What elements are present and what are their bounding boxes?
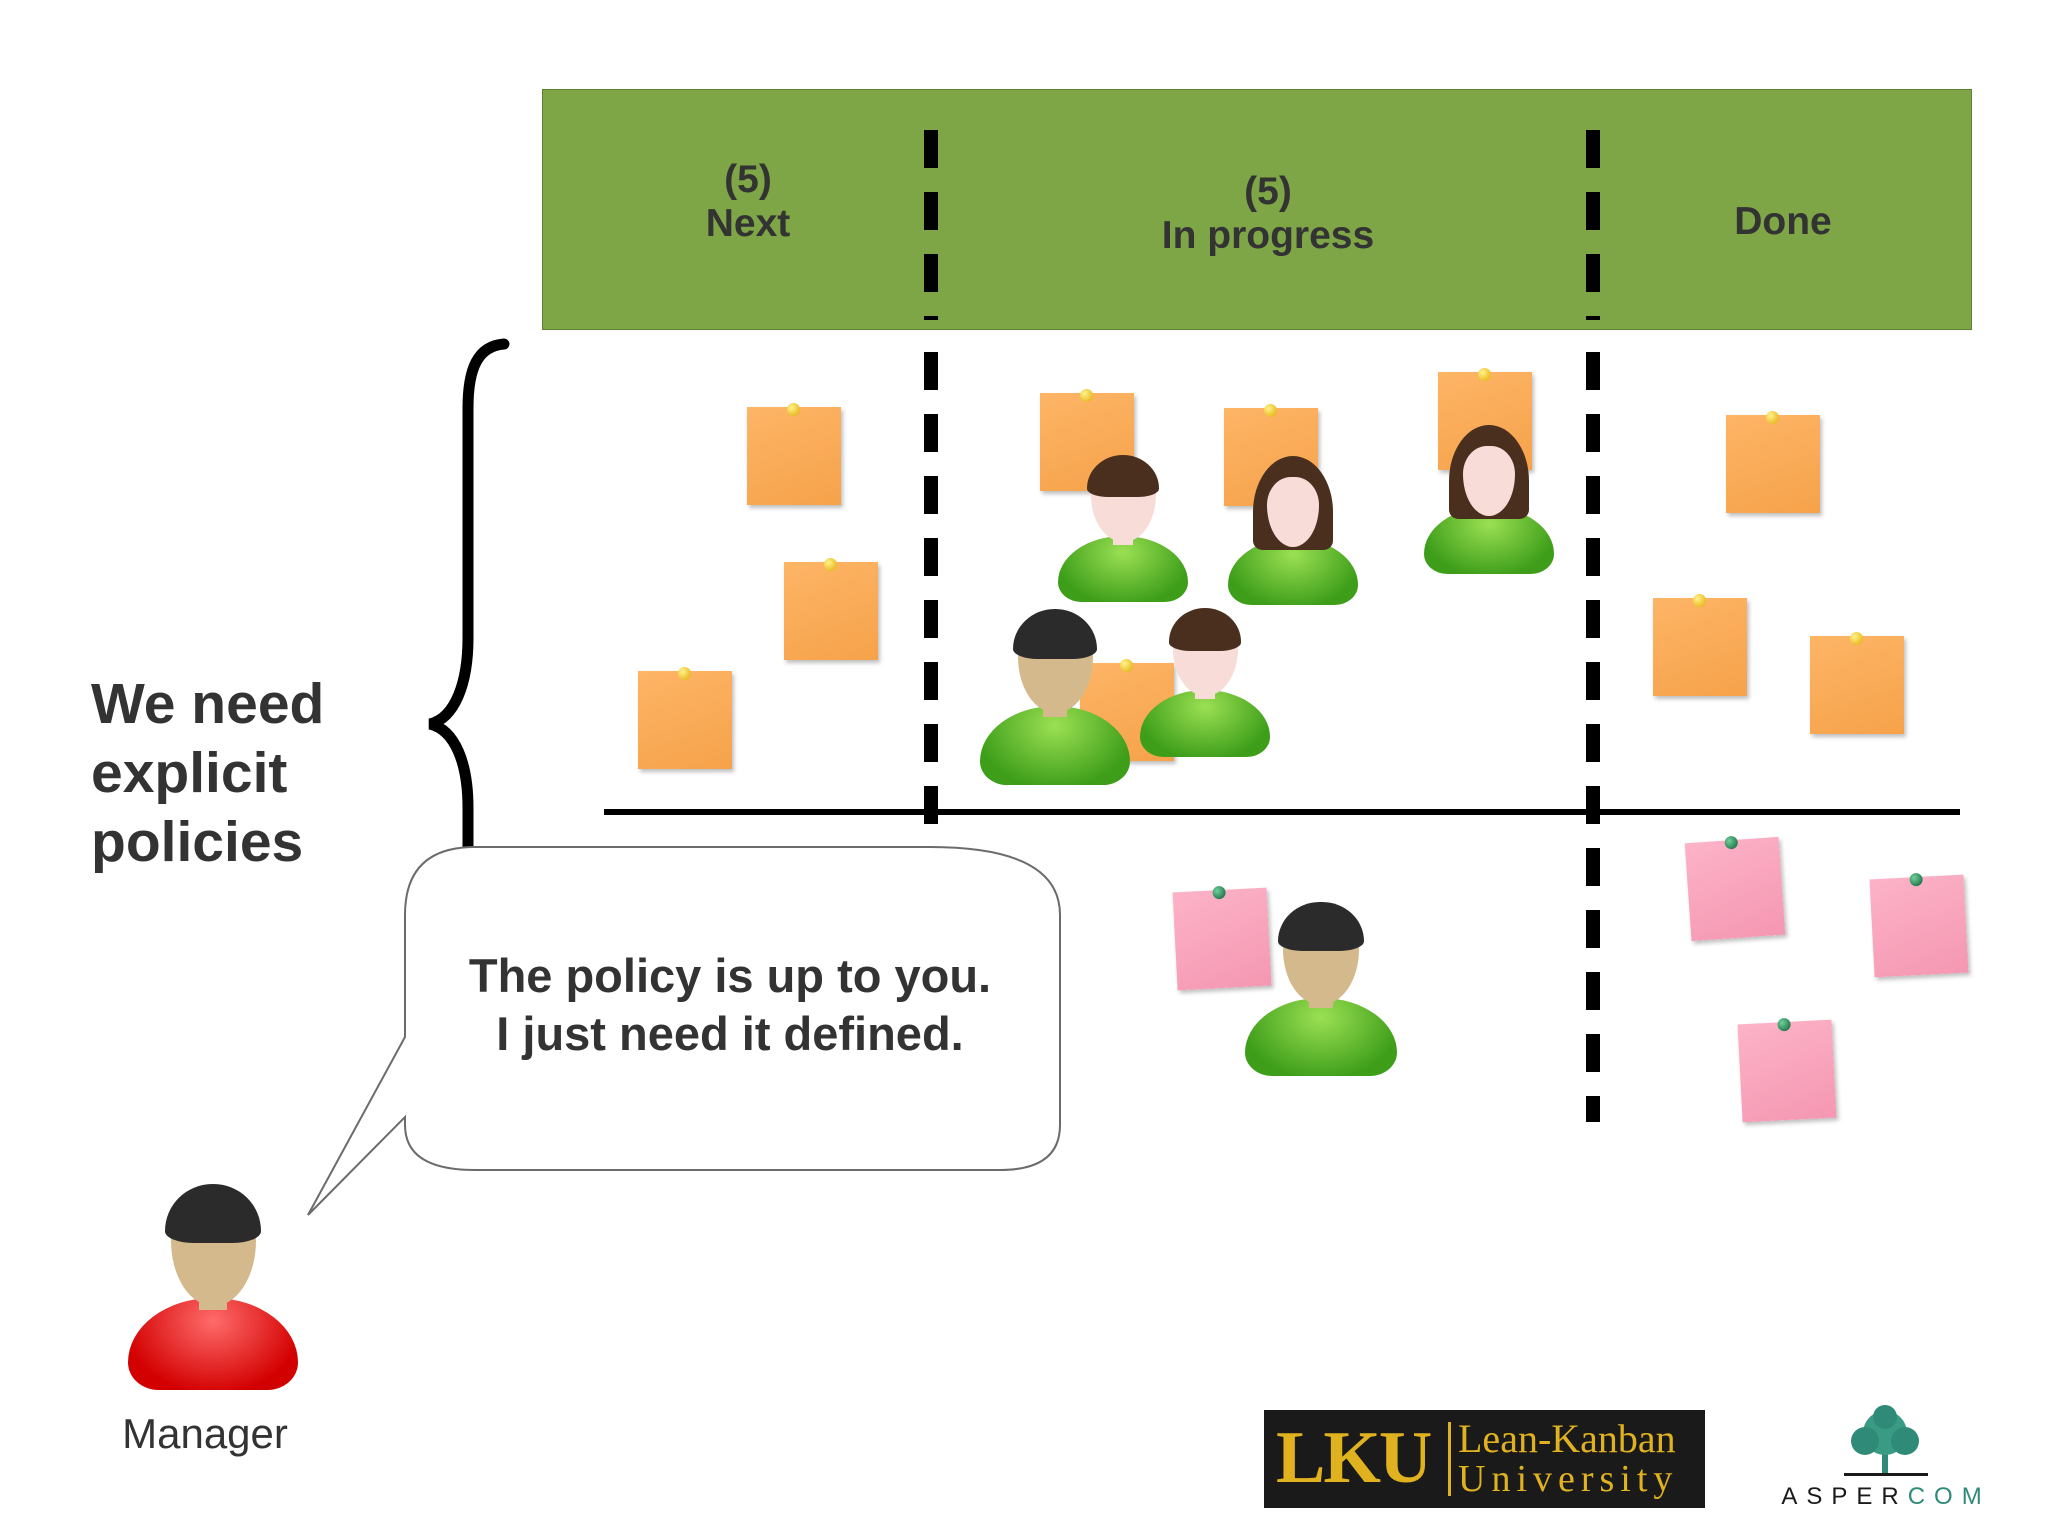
pin-icon [1693, 594, 1706, 607]
pin-icon [1212, 885, 1226, 900]
swimlane-divider [604, 809, 1960, 815]
aspercom-part1: ASPER [1781, 1483, 1908, 1510]
pin-icon [1120, 659, 1133, 672]
person-icon [1245, 898, 1397, 1076]
sticky-note [1653, 594, 1747, 696]
manager-avatar [128, 1180, 298, 1390]
policy-line: explicit [91, 741, 288, 805]
separator-next-in-progress [924, 352, 938, 837]
wip-limit-in-progress: (5) [1244, 170, 1292, 213]
lku-logo-letters: LKU [1276, 1417, 1432, 1499]
sticky-note [1726, 411, 1820, 513]
bubble-line: I just need it defined. [496, 1007, 964, 1060]
person-icon [1228, 453, 1358, 605]
policy-statement: We need explicit policies [91, 670, 421, 877]
lku-logo-line1: Lean-Kanban [1458, 1416, 1676, 1461]
separator-header-next [924, 130, 938, 320]
policy-line: We need [91, 672, 325, 736]
policy-line: policies [91, 810, 304, 874]
sticky-note-pink [1869, 872, 1969, 978]
pin-icon [1264, 404, 1277, 417]
sticky-note [638, 667, 732, 769]
brace-icon [428, 338, 510, 858]
column-name-done: Done [1734, 200, 1832, 243]
speech-bubble-text: The policy is up to you. I just need it … [420, 947, 1040, 1063]
column-title-done: Done [1633, 200, 1933, 244]
column-name-in-progress: In progress [1161, 214, 1375, 257]
person-icon [980, 605, 1130, 785]
aspercom-part2: COM [1907, 1483, 1991, 1510]
manager-label: Manager [122, 1410, 288, 1457]
pin-icon [824, 558, 837, 571]
aspercom-wordmark: ASPERCOM [1752, 1483, 2020, 1511]
aspercom-logo: ASPERCOM [1752, 1405, 2020, 1515]
sticky-note-pink [1684, 835, 1786, 942]
person-icon [1058, 452, 1188, 602]
wip-limit-next: (5) [724, 158, 772, 201]
sticky-note-pink [1737, 1017, 1837, 1123]
sticky-note [784, 558, 878, 660]
board-header: (5) Next (5) In progress Done [542, 89, 1972, 330]
sticky-note [1810, 632, 1904, 734]
column-title-in-progress: (5) In progress [1088, 170, 1448, 258]
column-name-next: Next [705, 202, 791, 245]
separator-header-done [1586, 130, 1600, 320]
bubble-line: The policy is up to you. [468, 949, 992, 1002]
person-icon [1424, 422, 1554, 574]
tree-icon [1844, 1405, 1928, 1476]
lku-logo-line2: University [1458, 1458, 1679, 1500]
pin-icon [1777, 1017, 1791, 1032]
pin-icon [1850, 632, 1863, 645]
pin-icon [1909, 872, 1923, 887]
pin-icon [1766, 411, 1779, 424]
speech-bubble [307, 846, 1061, 1216]
pin-icon [1478, 368, 1491, 381]
pin-icon [1080, 389, 1093, 402]
person-icon [1140, 605, 1270, 757]
pin-icon [678, 667, 691, 680]
lku-logo: LKU Lean-Kanban University [1264, 1410, 1705, 1508]
pin-icon [1724, 835, 1739, 850]
pin-icon [787, 403, 800, 416]
separator-in-progress-done [1586, 352, 1600, 1122]
sticky-note [747, 403, 841, 505]
column-title-next: (5) Next [633, 158, 863, 246]
